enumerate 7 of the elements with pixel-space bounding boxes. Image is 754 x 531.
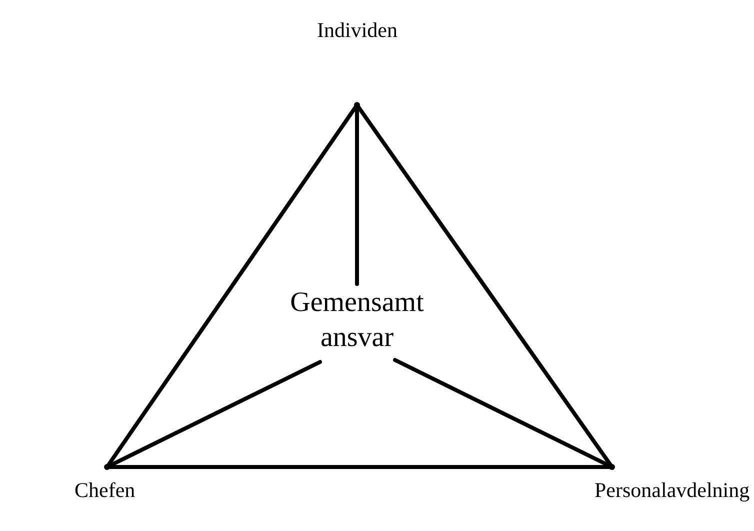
triangle-vertex (354, 102, 360, 108)
triangle-vertex (104, 464, 110, 470)
triangle-vertex (609, 464, 615, 470)
vertex-label: Individen (317, 18, 398, 44)
vertex-label: Personalavdelning (594, 478, 750, 504)
center-label: Gemensamt ansvar (257, 285, 457, 355)
vertex-label: Chefen (74, 478, 136, 504)
